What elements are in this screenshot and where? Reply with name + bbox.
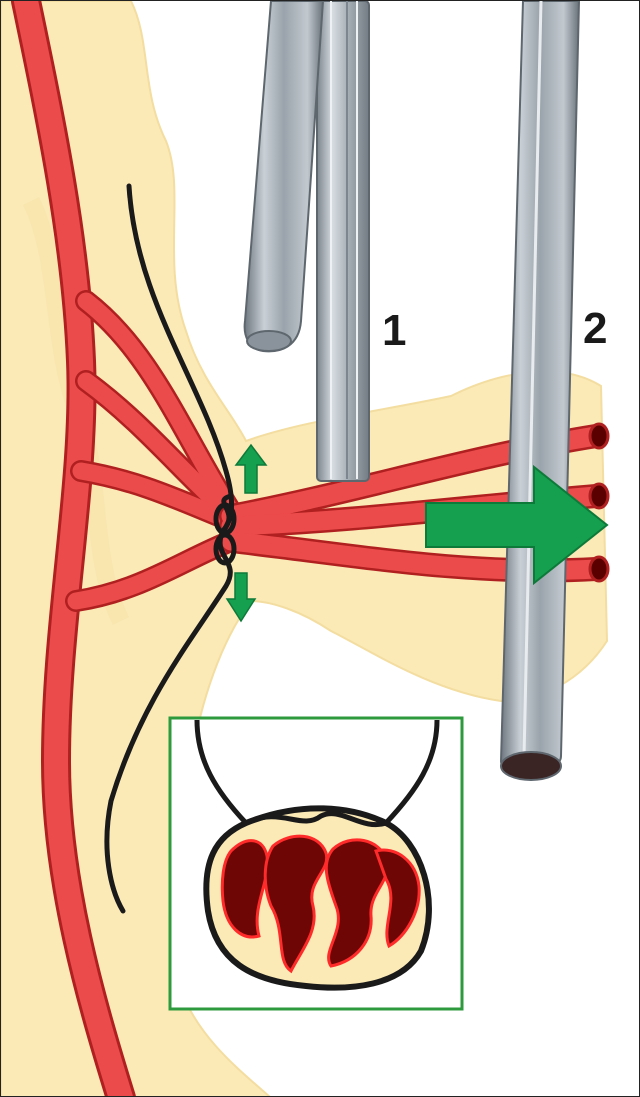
tension-arrow-down-icon bbox=[225, 572, 257, 623]
instrument-2 bbox=[499, 1, 581, 781]
instrument-1 bbox=[243, 1, 370, 482]
tension-arrow-up-icon bbox=[234, 443, 268, 494]
instrument-1-label: 1 bbox=[382, 306, 407, 355]
cut-vessel-ends bbox=[588, 422, 610, 583]
direction-arrow-icon bbox=[425, 464, 609, 586]
inset-detail bbox=[168, 716, 464, 1011]
knot bbox=[213, 502, 237, 566]
instrument-2-label: 2 bbox=[583, 304, 608, 353]
